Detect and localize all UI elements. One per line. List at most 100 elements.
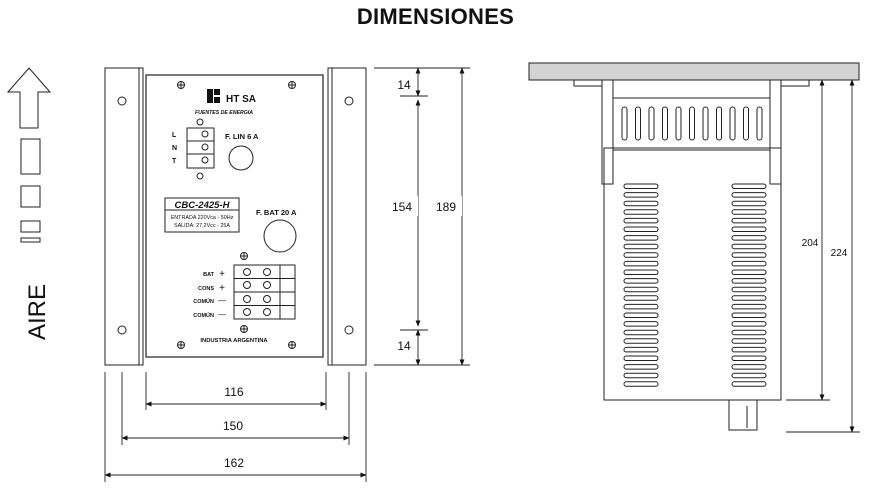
- vent-slot: [731, 209, 767, 215]
- heatsink: [612, 97, 771, 151]
- airflow-label: AIRE: [24, 284, 51, 340]
- mount-hole-br: [344, 325, 354, 335]
- output-sign-comun-1: —: [218, 296, 226, 305]
- output-sign-bat: +: [219, 269, 225, 280]
- panel-screws: [177, 81, 296, 349]
- vent-slot: [731, 338, 767, 344]
- input-terminal-label-n: N: [172, 145, 177, 152]
- dim-top-margin: 14: [397, 78, 411, 92]
- heatsink-fin: [675, 106, 682, 141]
- vent-slot: [731, 260, 767, 267]
- output-label-comun-2: COMÚN: [193, 312, 214, 319]
- vent-slot: [623, 183, 659, 189]
- brand-name: HT SA: [226, 94, 256, 105]
- vent-slot: [731, 192, 767, 198]
- mount-hole-tl: [117, 96, 127, 106]
- airflow-block-1: [20, 138, 41, 175]
- footer-label: INDUSTRIA ARGENTINA: [200, 338, 268, 344]
- airflow-block-3: [20, 220, 41, 233]
- dim-total-height: 189: [436, 200, 456, 214]
- heatsink-fin: [702, 106, 709, 141]
- airflow-block-4: [20, 237, 41, 243]
- airflow-block-2: [20, 185, 41, 208]
- brand-logo: [207, 89, 220, 103]
- heatsink-fin: [716, 106, 722, 141]
- vent-slot: [623, 355, 659, 361]
- vent-slot: [731, 295, 767, 301]
- input-spec-label: ENTRADA 220Vca - 50Hz: [171, 215, 234, 221]
- heatsink-fins: [621, 106, 763, 141]
- vent-slot: [623, 252, 659, 258]
- mount-hole-tr: [344, 96, 354, 106]
- page-title: DIMENSIONES: [356, 4, 515, 29]
- input-terminal-label-t: T: [172, 158, 177, 165]
- vent-slot: [623, 364, 659, 370]
- output-label-comun-1: COMÚN: [193, 298, 214, 305]
- vent-slot: [731, 243, 767, 250]
- vent-slot: [731, 235, 767, 241]
- depth-dimensions: [786, 79, 860, 433]
- vent-slot: [623, 372, 659, 379]
- heatsink-fin: [662, 106, 668, 141]
- dim-bottom-margin: 14: [397, 339, 411, 353]
- vent-slot: [623, 346, 659, 353]
- vent-slot: [731, 269, 767, 275]
- vent-slot: [623, 286, 659, 293]
- output-sign-comun-2: —: [218, 310, 226, 319]
- heatsink-fin: [729, 106, 736, 141]
- vent-slot: [623, 338, 659, 344]
- output-label-cons: CONS: [198, 286, 214, 292]
- model-box: [164, 197, 240, 233]
- vent-slot: [623, 269, 659, 275]
- output-sign-cons: +: [219, 283, 225, 294]
- vent-slot: [731, 355, 767, 361]
- vent-slot: [731, 381, 767, 387]
- output-label-bat: BAT: [203, 272, 215, 278]
- fuse-line-label: F. LIN 6 A: [225, 132, 259, 141]
- vent-slot: [731, 329, 767, 336]
- vent-slot: [623, 235, 659, 241]
- dim-panel-width: 116: [224, 385, 243, 399]
- vent-slot: [623, 200, 659, 207]
- model-label: CBC-2425-H: [175, 200, 231, 211]
- vent-slot: [731, 321, 767, 327]
- heatsink-fin: [635, 106, 641, 141]
- vent-slot: [623, 278, 659, 284]
- front-view: [104, 67, 367, 366]
- input-terminal-label-l: L: [172, 132, 177, 139]
- airflow-indicator: [6, 67, 52, 243]
- vent-slot: [623, 321, 659, 327]
- dim-inner-height: 154: [392, 200, 412, 214]
- left-flange: [104, 67, 144, 366]
- vent-slot: [623, 260, 659, 267]
- vent-slot: [731, 364, 767, 370]
- vent-slot: [731, 183, 767, 189]
- vent-slot: [623, 226, 659, 232]
- vent-slot: [623, 381, 659, 387]
- vent-slot: [623, 312, 659, 318]
- ventilation-slots: [623, 183, 767, 387]
- vent-slot: [623, 192, 659, 198]
- dim-side-total-depth: 224: [831, 248, 848, 259]
- input-terminal-block: [186, 127, 215, 169]
- side-view: [528, 62, 860, 431]
- mounting-plate: [528, 62, 860, 81]
- vent-slot: [731, 200, 767, 207]
- height-dimensions: [374, 67, 470, 366]
- vent-slot: [731, 286, 767, 293]
- width-dimensions: [104, 372, 367, 482]
- vent-slot: [731, 372, 767, 379]
- brand-subtitle: FUENTES DE ENERGIA: [195, 110, 253, 116]
- heatsink-fin: [743, 106, 749, 141]
- heatsink-fin: [756, 106, 763, 141]
- right-flange: [327, 67, 367, 366]
- dim-mount-width: 150: [223, 419, 243, 433]
- vent-slot: [731, 217, 767, 224]
- output-spec-label: SALIDA: 27,2Vcc - 25A: [174, 223, 230, 229]
- dim-total-width: 162: [224, 456, 244, 470]
- heatsink-fin: [621, 106, 628, 141]
- right-bracket: [769, 79, 782, 185]
- battery-fuse-holder: [263, 219, 297, 253]
- fuse-battery-label: F. BAT 20 A: [256, 208, 297, 217]
